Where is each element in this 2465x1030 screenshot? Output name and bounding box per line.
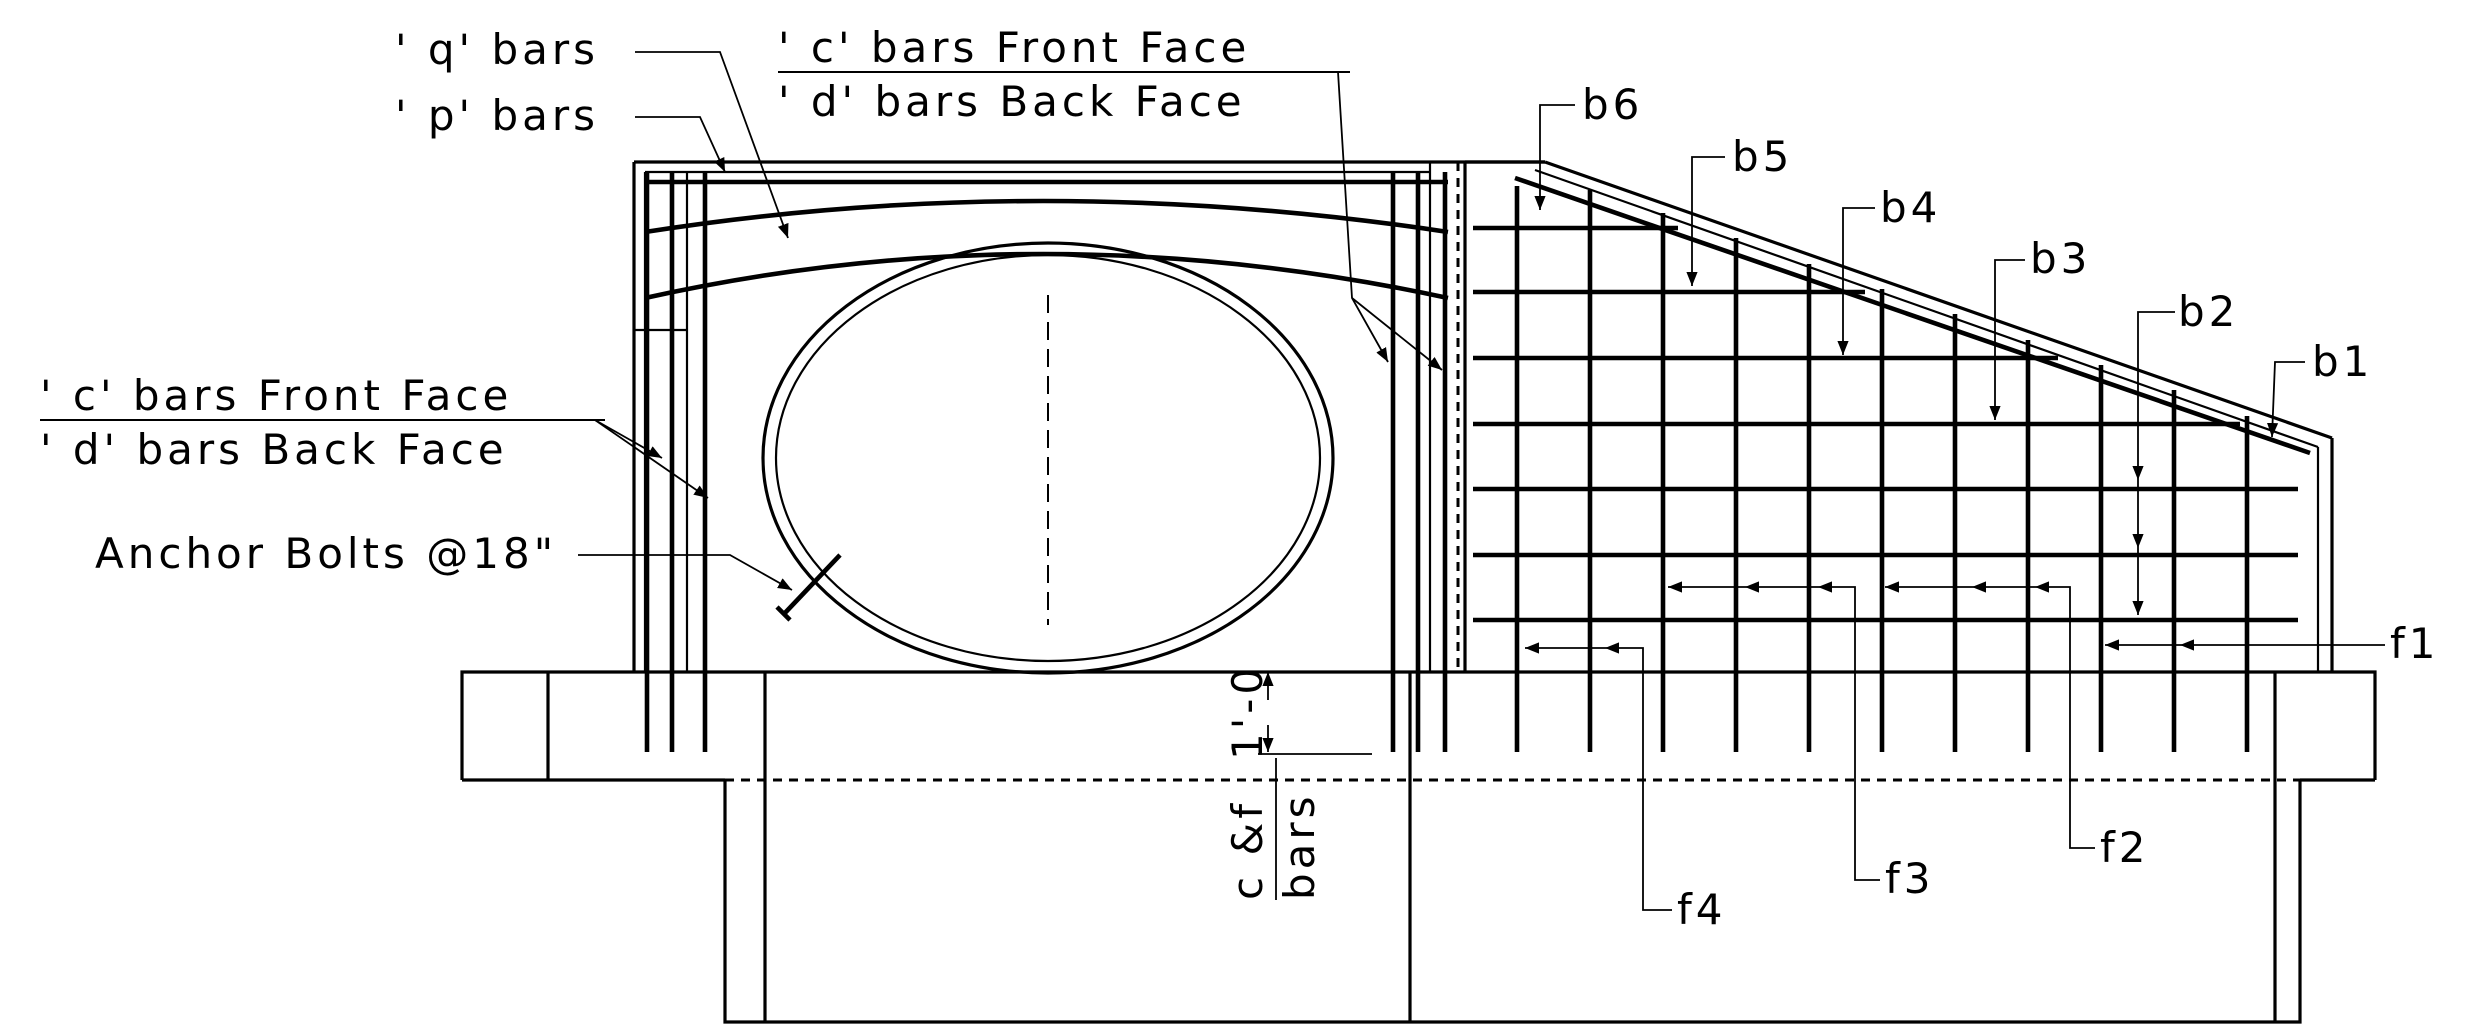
footing-outline xyxy=(460,670,2377,1024)
pipe-opening xyxy=(761,241,1335,675)
label-b3: b3 xyxy=(2030,234,2091,283)
label-b1: b1 xyxy=(2312,337,2373,386)
label-d-back-left: ' d' bars Back Face xyxy=(40,425,508,474)
text-labels: ' q' bars ' p' bars ' c' bars Front Face… xyxy=(40,23,2440,934)
label-c-front-left: ' c' bars Front Face xyxy=(40,371,512,420)
wingwall-bar-grid xyxy=(1473,175,2311,752)
p-q-curved-bars xyxy=(644,179,1449,301)
label-q-bars: ' q' bars xyxy=(395,25,599,74)
label-d-back-top: ' d' bars Back Face xyxy=(778,77,1246,126)
label-f2: f2 xyxy=(2100,823,2150,872)
f-bar-leaders xyxy=(1525,581,2385,911)
label-f4: f4 xyxy=(1677,885,1727,934)
label-dim-1ft: 1'-0 xyxy=(1223,664,1272,760)
label-b6: b6 xyxy=(1582,80,1643,129)
headwall-outline xyxy=(632,160,1545,672)
label-b4: b4 xyxy=(1880,183,1941,232)
label-c-front-top: ' c' bars Front Face xyxy=(778,23,1250,72)
label-b5: b5 xyxy=(1732,132,1793,181)
b-bar-leaders xyxy=(1534,104,2305,615)
anchor-bolt xyxy=(775,553,842,622)
label-f1: f1 xyxy=(2390,619,2440,668)
label-cf-line2: bars xyxy=(1275,792,1324,900)
label-cf-line1: c &f xyxy=(1223,800,1272,900)
dimension-1ft xyxy=(1258,672,1372,900)
label-f3: f3 xyxy=(1885,854,1935,903)
label-anchor-bolts: Anchor Bolts @18" xyxy=(95,529,557,578)
label-b2: b2 xyxy=(2178,287,2239,336)
leader-lines xyxy=(40,51,1443,591)
label-p-bars: ' p' bars xyxy=(395,91,599,140)
headwall-vertical-bars xyxy=(644,172,1448,752)
wingwall-outline xyxy=(1465,160,2334,672)
